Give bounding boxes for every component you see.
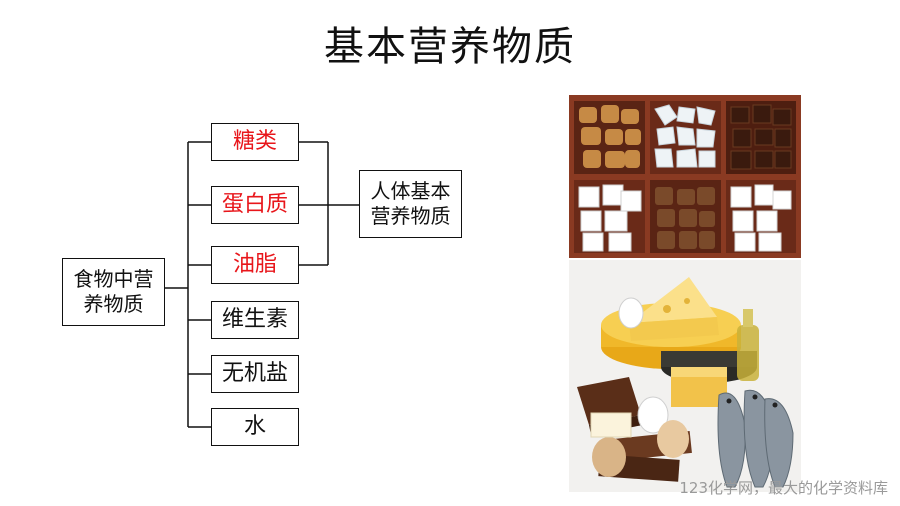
nutrient-label: 水: [243, 414, 266, 440]
food-photo: [569, 95, 801, 492]
nutrient-box-carbohydrate: 糖类: [211, 123, 299, 161]
nutrient-label: 糖类: [232, 129, 277, 155]
target-box: 人体基本营养物质: [359, 170, 462, 238]
nutrient-label: 油脂: [232, 252, 277, 278]
nutrient-box-vitamin: 维生素: [211, 301, 299, 339]
target-label: 人体基本营养物质: [370, 179, 451, 228]
watermark: 123化学网，最大的化学资料库: [679, 479, 888, 497]
source-box: 食物中营养物质: [62, 258, 165, 326]
nutrient-box-water: 水: [211, 408, 299, 446]
nutrient-label: 无机盐: [221, 361, 288, 387]
nutrient-box-mineral-salt: 无机盐: [211, 355, 299, 393]
food-illustration: [569, 95, 801, 492]
nutrient-box-protein: 蛋白质: [211, 186, 299, 224]
page-title: 基本营养物质: [324, 24, 576, 70]
nutrient-box-fat: 油脂: [211, 246, 299, 284]
nutrient-label: 蛋白质: [221, 192, 288, 218]
nutrient-label: 维生素: [221, 307, 288, 333]
source-label: 食物中营养物质: [73, 267, 154, 316]
